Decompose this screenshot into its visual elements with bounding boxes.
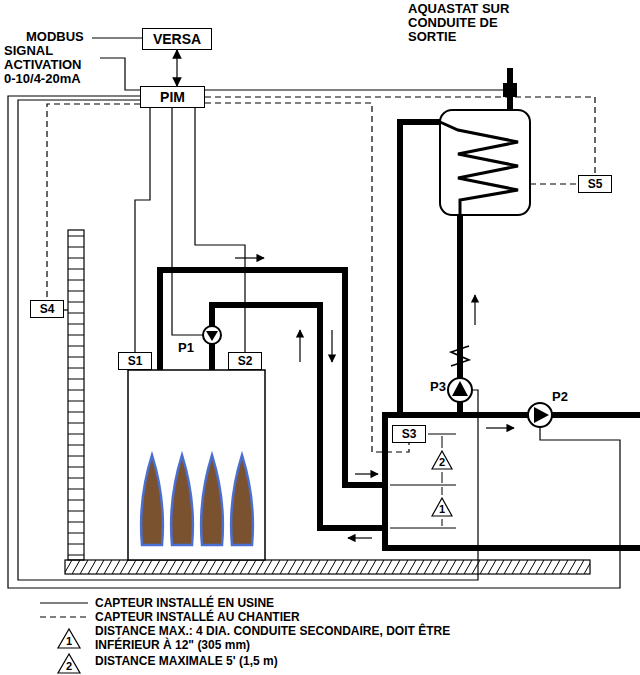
sensor-box: S1 bbox=[118, 352, 152, 370]
box-label: PIM bbox=[160, 90, 185, 104]
callout-number: 2 bbox=[439, 457, 445, 468]
pump-p2 bbox=[528, 403, 552, 427]
pump-label: P2 bbox=[552, 390, 568, 404]
callout-triangle: 1 bbox=[431, 497, 453, 517]
callout-triangle: 2 bbox=[431, 450, 453, 470]
callout-number: 1 bbox=[66, 634, 72, 648]
sensor-box: S2 bbox=[228, 352, 262, 370]
indirect-tank bbox=[440, 110, 530, 215]
field-wires bbox=[64, 184, 578, 310]
signal-label: SIGNAL ACTIVATION 0-10/4-20mA bbox=[4, 44, 96, 86]
tank-coil bbox=[440, 122, 518, 215]
factory-wires bbox=[8, 38, 620, 588]
aquastat bbox=[503, 83, 517, 97]
box-label: S2 bbox=[238, 355, 253, 367]
pipes bbox=[160, 68, 640, 548]
field-wire bbox=[47, 104, 140, 300]
legend-text: DISTANCE MAX.: 4 DIA. CONDUITE SECONDAIR… bbox=[95, 624, 515, 652]
callout-number: 2 bbox=[66, 659, 72, 673]
box-label: S1 bbox=[128, 355, 143, 367]
dimension-lines bbox=[390, 434, 456, 528]
sensor-box: S4 bbox=[30, 300, 64, 318]
field-wire bbox=[205, 97, 595, 175]
legend-text: CAPTEUR INSTALLÉ AU CHANTIER bbox=[95, 610, 515, 624]
boiler bbox=[128, 370, 265, 560]
floor bbox=[65, 560, 590, 574]
check-valve bbox=[451, 346, 469, 366]
sensor-box: S5 bbox=[578, 175, 612, 193]
pump-p3 bbox=[448, 378, 472, 402]
wire-connector bbox=[195, 108, 245, 352]
pump-label: P1 bbox=[178, 341, 194, 355]
wire-connector bbox=[176, 50, 177, 86]
box-label: VERSA bbox=[153, 32, 201, 46]
controller-box: VERSA bbox=[142, 28, 212, 50]
callout-number: 1 bbox=[439, 504, 445, 515]
legend-samples bbox=[40, 603, 88, 673]
flames bbox=[141, 455, 253, 545]
signal-label: MODBUS bbox=[26, 30, 84, 44]
box-label: S4 bbox=[40, 303, 55, 315]
field-wire bbox=[205, 103, 409, 452]
box-label: S5 bbox=[588, 178, 603, 190]
pump-label: P3 bbox=[430, 380, 446, 394]
chimney-wall bbox=[68, 230, 84, 560]
box-label: S3 bbox=[402, 428, 417, 440]
sensor-box: S3 bbox=[392, 425, 426, 443]
wire-connector bbox=[135, 108, 150, 352]
sensor-label: AQUASTAT SUR CONDUITE DE SORTIE bbox=[408, 2, 528, 44]
controller-box: PIM bbox=[140, 86, 205, 108]
legend-text: DISTANCE MAXIMALE 5' (1,5 m) bbox=[95, 654, 515, 668]
legend-text: CAPTEUR INSTALLÉ EN USINE bbox=[95, 596, 515, 610]
pump-p1 bbox=[203, 326, 221, 344]
flow-arrows bbox=[235, 258, 514, 538]
